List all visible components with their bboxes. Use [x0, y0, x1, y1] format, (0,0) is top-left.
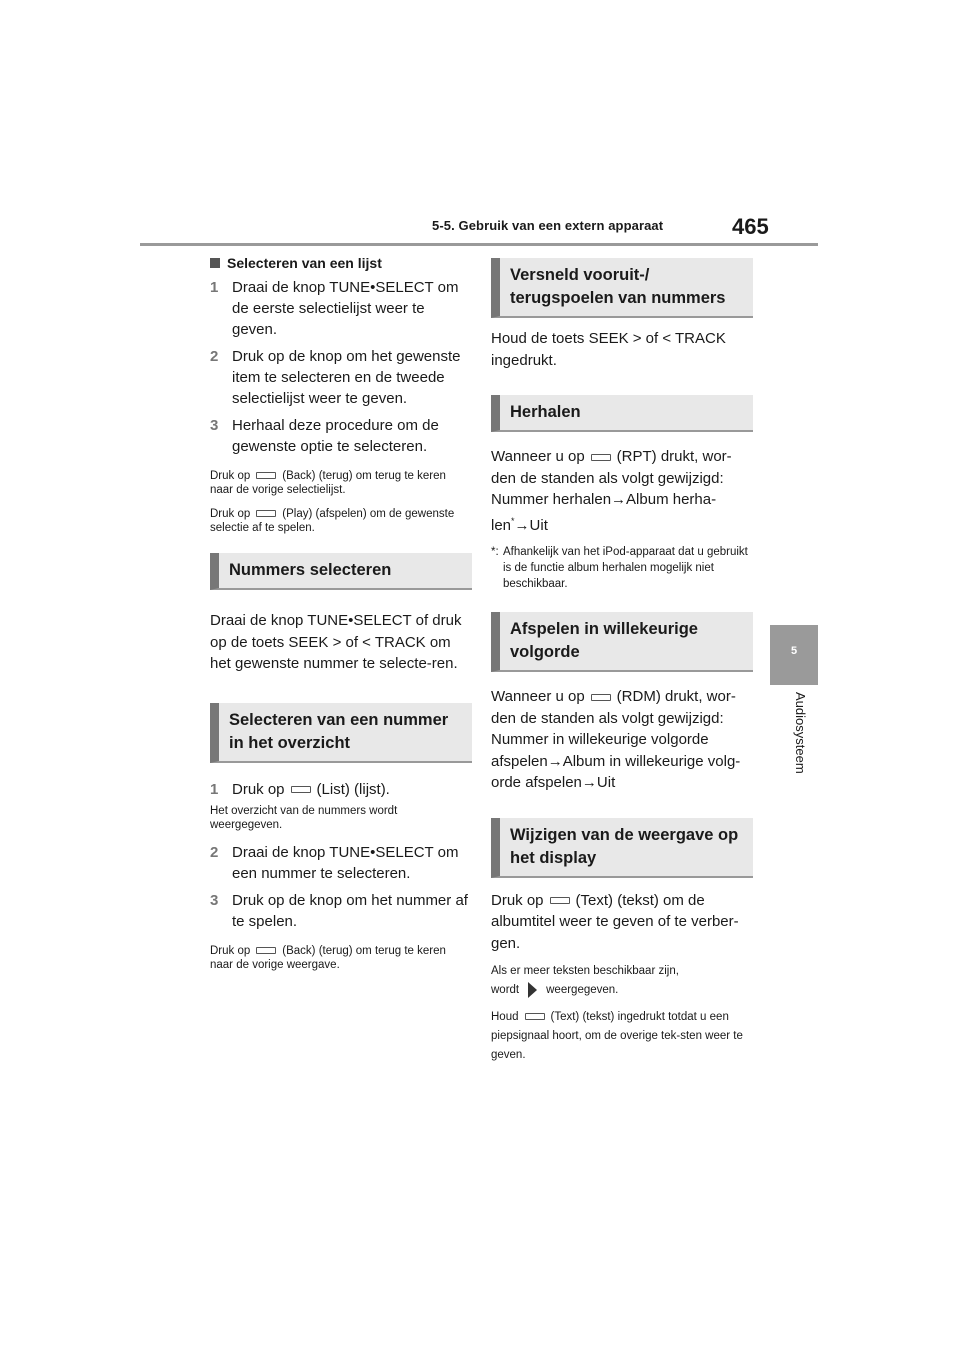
header-divider: [140, 243, 818, 246]
right-arrow-icon: [528, 982, 538, 998]
play-button-icon: [256, 510, 277, 518]
list-button-icon: [290, 786, 311, 794]
section-heading-repeat: Herhalen: [491, 395, 753, 432]
section-heading-random: Afspelen in willekeurige volgorde: [491, 612, 753, 672]
step-item: 3 Herhaal deze procedure om de gewenste …: [210, 417, 439, 455]
random-body: Wanneer u op(RDM) drukt, wor-den de stan…: [491, 688, 741, 791]
note-back: Druk op(Back) (terug) om terug te keren …: [210, 470, 446, 496]
right-column: Versneld vooruit-/ terugspoelen van numm…: [491, 258, 753, 1075]
section-heading-fast: Versneld vooruit-/ terugspoelen van numm…: [491, 258, 753, 318]
chapter-tab: 5: [770, 625, 818, 685]
note-hold-text: Houd(Text) (tekst) ingedrukt totdat u ee…: [491, 1011, 743, 1061]
section-heading-overview: Selecteren van een nummer in het overzic…: [210, 702, 472, 763]
page-number: 465: [732, 214, 769, 239]
note-play: Druk op(Play) (afspelen) om de gewenste …: [210, 508, 455, 534]
footnote: *: Afhankelijk van het iPod-apparaat dat…: [491, 546, 748, 590]
note-back-overview: Druk op(Back) (terug) om terug te keren …: [210, 944, 446, 971]
text-button-icon: [549, 897, 570, 905]
back-button-icon: [256, 472, 277, 480]
fast-body: Houd de toets SEEK > of < TRACK ingedruk…: [491, 330, 726, 369]
section-heading-display: Wijzigen van de weergave op het display: [491, 817, 753, 878]
step-item: 3 Druk op de knop om het nummer af te sp…: [210, 891, 468, 930]
square-bullet-icon: [210, 258, 220, 268]
display-body: Druk op(Text) (tekst) om de albumtitel w…: [491, 891, 739, 952]
step-item: 1 Druk op(List) (lijst).: [210, 780, 390, 798]
rpt-button-icon: [590, 453, 611, 461]
section-heading-tracks: Nummers selecteren: [210, 553, 472, 590]
text-button-icon: [524, 1013, 545, 1021]
step-item: 2 Druk op de knop om het gewenste item t…: [210, 348, 461, 407]
rdm-button-icon: [590, 693, 611, 701]
back-button-icon: [256, 946, 277, 954]
left-column: Selecteren van een lijst 1 Draai de knop…: [210, 255, 472, 982]
note-list: Het overzicht van de nummers wordt weerg…: [210, 804, 398, 831]
footnote-marker: *: [511, 515, 515, 526]
tracks-body: Draai de knop TUNE•SELECT of druk op de …: [210, 612, 462, 672]
step-item: 2 Draai de knop TUNE•SELECT om een numme…: [210, 843, 459, 882]
chapter-label: Audiosysteem: [793, 692, 808, 774]
repeat-body: Wanneer u op(RPT) drukt, wor-den de stan…: [491, 448, 732, 534]
section-title: 5-5. Gebruik van een extern apparaat: [432, 218, 664, 233]
subheading-list-select: Selecteren van een lijst: [210, 255, 472, 271]
step-item: 1 Draai de knop TUNE•SELECT om de eerste…: [210, 279, 459, 338]
note-more-text: Als er meer teksten beschikbaar zijn,: [491, 965, 679, 977]
